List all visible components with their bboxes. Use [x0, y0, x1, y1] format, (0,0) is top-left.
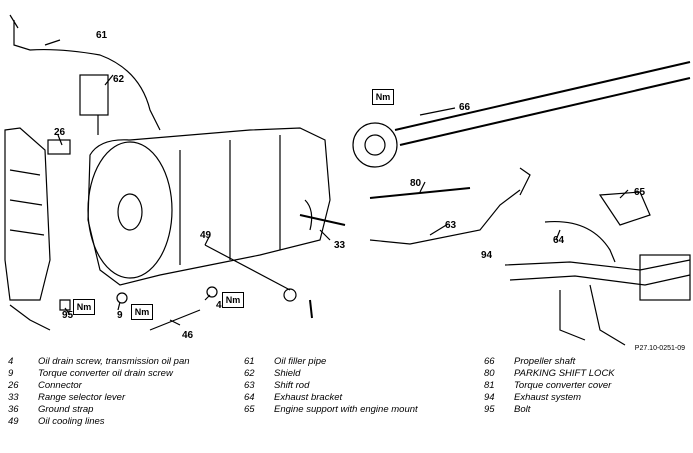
- callout-80: 80: [410, 178, 422, 189]
- ground-strap-46: [149, 309, 201, 331]
- bolt: [59, 299, 71, 311]
- shield: [79, 74, 109, 116]
- callout-4: 4: [216, 300, 222, 311]
- torque-nm-box-pan-drain: Nm: [222, 292, 244, 308]
- torque-nm-box-bolt: Nm: [73, 299, 95, 315]
- torque-nm-box-shaft: Nm: [372, 89, 394, 105]
- oil-pan-drain-screw: [206, 286, 218, 298]
- callout-9: 9: [117, 310, 123, 321]
- callout-33: 33: [334, 240, 346, 251]
- parking-shift-lock: [369, 187, 471, 199]
- range-selector-lever: [299, 214, 346, 226]
- exhaust-bracket: [544, 220, 616, 263]
- callout-64: 64: [553, 235, 565, 246]
- callout-66: 66: [459, 102, 471, 113]
- figure-reference-code: P27.10-0251-09: [634, 345, 685, 352]
- transmission-housing: [87, 127, 331, 286]
- callout-62: 62: [113, 74, 125, 85]
- oil-cooling-lines: [204, 244, 291, 291]
- exhaust-system: [504, 259, 691, 286]
- callout-46: 46: [182, 330, 194, 341]
- callout-61: 61: [96, 30, 108, 41]
- callout-94: 94: [481, 250, 493, 261]
- callout-26: 26: [54, 127, 66, 138]
- torque-converter-drain-screw: [116, 292, 128, 304]
- flex-disc: [352, 122, 398, 168]
- propeller-shaft: [394, 61, 691, 131]
- bell-housing-face: [87, 141, 173, 279]
- callout-49: 49: [200, 230, 212, 241]
- engine-support: [598, 191, 651, 226]
- engine-block: [4, 127, 51, 301]
- ground-strap: [9, 304, 51, 331]
- callout-95: 95: [62, 310, 74, 321]
- oil-filler-pipe: [13, 20, 161, 131]
- torque-nm-box-converter-drain: Nm: [131, 304, 153, 320]
- callout-63: 63: [445, 220, 457, 231]
- callout-65: 65: [634, 187, 646, 198]
- shift-rod: [369, 189, 521, 245]
- connector: [47, 139, 71, 155]
- exploded-transmission-diagram: 61 62 26 66 80 65 63 64 94 33 49 95 9 4 …: [4, 14, 691, 346]
